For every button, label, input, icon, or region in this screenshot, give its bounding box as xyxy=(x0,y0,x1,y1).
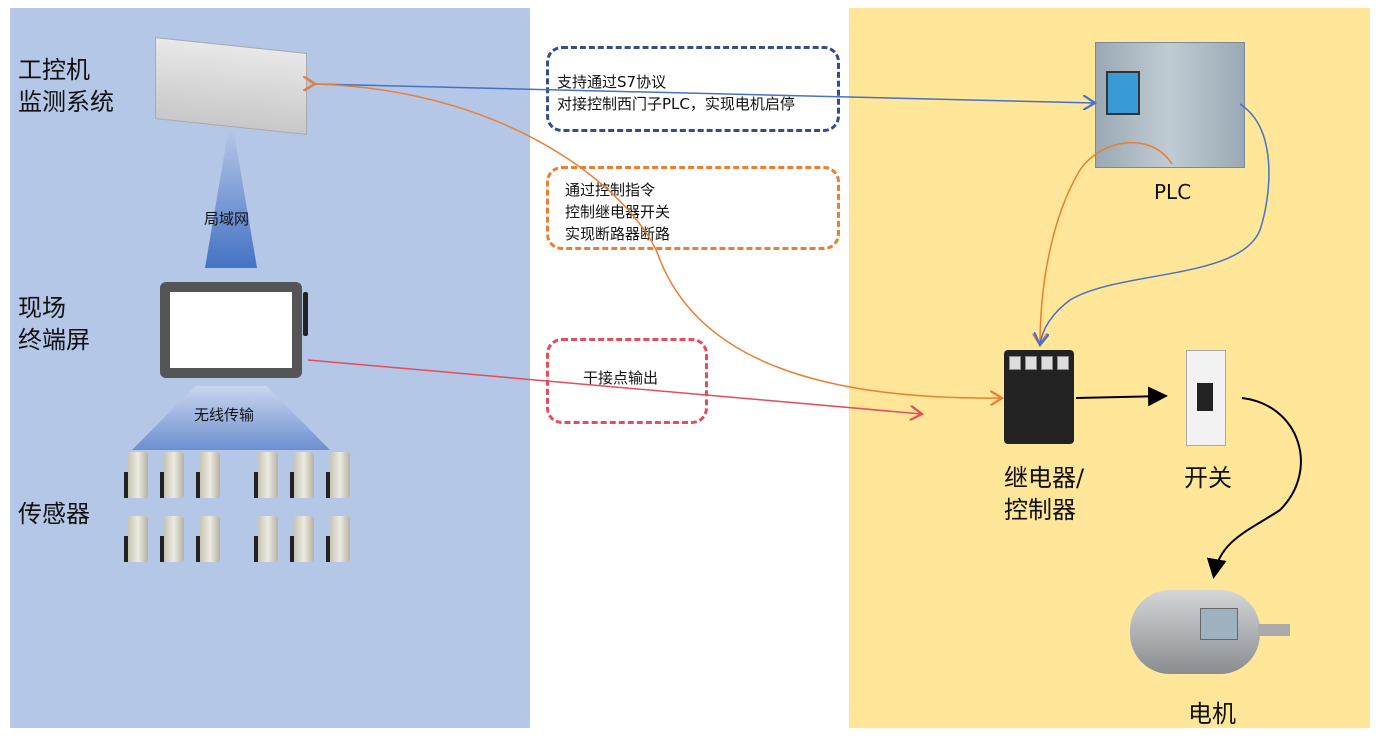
switch-label: 开关 xyxy=(1184,464,1232,492)
sensor-icon xyxy=(124,452,160,498)
sensor-icon xyxy=(160,452,196,498)
terminal-label-line: 终端屏 xyxy=(18,326,90,354)
terminal-label: 现场终端屏 xyxy=(18,292,90,356)
switch-toggle xyxy=(1197,383,1213,411)
motor-image xyxy=(1130,582,1290,688)
plc-relay-orange-arrow xyxy=(1040,141,1173,345)
sensor-icon xyxy=(196,452,232,498)
sensor-icon xyxy=(326,516,362,562)
plc-label: PLC xyxy=(1154,180,1192,204)
terminal-display xyxy=(170,292,292,368)
plc-image xyxy=(1095,42,1245,168)
relay-image xyxy=(1004,350,1074,444)
relay-label-line: 继电器/ xyxy=(1004,464,1085,492)
ipc-relay-arrow xyxy=(315,84,1002,398)
relay-switch-arrow xyxy=(1075,386,1168,407)
relay-label: 继电器/控制器 xyxy=(1004,462,1084,526)
breaker-switch-image xyxy=(1186,350,1226,446)
ipc-label: 工控机监测系统 xyxy=(18,54,114,118)
wireless-label: 无线传输 xyxy=(194,406,255,424)
sensor-icon xyxy=(196,516,232,562)
sensor-icon xyxy=(290,452,326,498)
ipc-label-line: 监测系统 xyxy=(18,88,114,116)
sensor-icon xyxy=(124,516,160,562)
sensor-icon xyxy=(254,452,290,498)
lan-label: 局域网 xyxy=(204,210,250,228)
plc-relay-blue-arrow xyxy=(1040,103,1270,345)
relay-label-line: 控制器 xyxy=(1004,496,1076,524)
terminal-screen-image xyxy=(160,282,302,378)
plc-display xyxy=(1106,71,1140,115)
ipc-label-line: 工控机 xyxy=(18,56,90,84)
relay-terminals xyxy=(1004,350,1074,376)
terminal-label-line: 现场 xyxy=(18,294,66,322)
sensor-icon xyxy=(160,516,196,562)
sensor-label: 传感器 xyxy=(18,500,90,528)
motor-label: 电机 xyxy=(1188,700,1236,728)
switch-motor-arrow xyxy=(1206,397,1302,579)
sensor-icon xyxy=(290,516,326,562)
sensor-grid xyxy=(124,452,362,562)
terminal-relay-arrow xyxy=(307,359,922,414)
sensor-icon xyxy=(326,452,362,498)
sensor-icon xyxy=(254,516,290,562)
